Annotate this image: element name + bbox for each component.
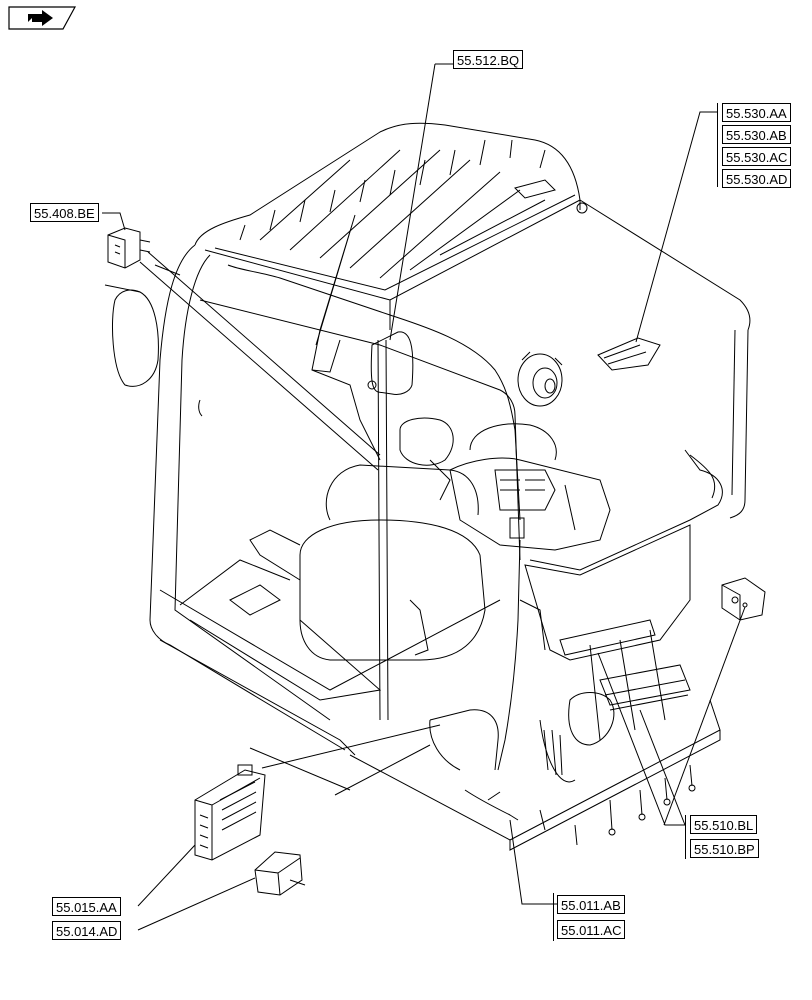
floor-and-base <box>159 559 721 851</box>
speaker <box>517 351 563 407</box>
mirror <box>104 264 181 387</box>
callout-55-512-bq[interactable]: 55.512.BQ <box>453 50 524 69</box>
callout-55-408-be[interactable]: 55.408.BE <box>30 203 99 222</box>
callout-55-530-ac[interactable]: 55.530.AC <box>722 147 792 166</box>
callout-55-015-aa[interactable]: 55.015.AA <box>52 897 121 916</box>
wiper <box>311 214 381 461</box>
callout-55-530-aa[interactable]: 55.530.AA <box>722 103 791 122</box>
switch-module <box>107 227 151 269</box>
pillar-cover <box>367 331 414 721</box>
leader-lines <box>102 63 746 931</box>
callout-group-bracket-55-510 <box>685 815 686 859</box>
callout-55-510-bp[interactable]: 55.510.BP <box>690 839 759 858</box>
cab-frame <box>149 244 749 751</box>
ecu-module <box>194 764 266 861</box>
next-page-arrow-icon[interactable] <box>8 6 76 30</box>
callout-55-014-ad[interactable]: 55.014.AD <box>52 921 122 940</box>
light-panel <box>597 337 661 371</box>
callout-55-011-ab[interactable]: 55.011.AB <box>557 895 625 914</box>
console-right <box>449 423 611 551</box>
side-part <box>721 577 766 621</box>
callout-group-bracket-55-530 <box>717 103 718 187</box>
callout-group-bracket-55-011 <box>553 893 554 941</box>
shelf-and-controller <box>524 449 723 783</box>
callout-55-530-ab[interactable]: 55.530.AB <box>722 125 791 144</box>
callout-55-530-ad[interactable]: 55.530.AD <box>722 169 792 188</box>
harness <box>227 264 546 821</box>
relay-part <box>254 851 306 896</box>
seat <box>249 417 486 661</box>
callout-55-510-bl[interactable]: 55.510.BL <box>690 815 758 834</box>
cab-roof <box>194 122 751 331</box>
callout-55-011-ac[interactable]: 55.011.AC <box>557 920 626 939</box>
